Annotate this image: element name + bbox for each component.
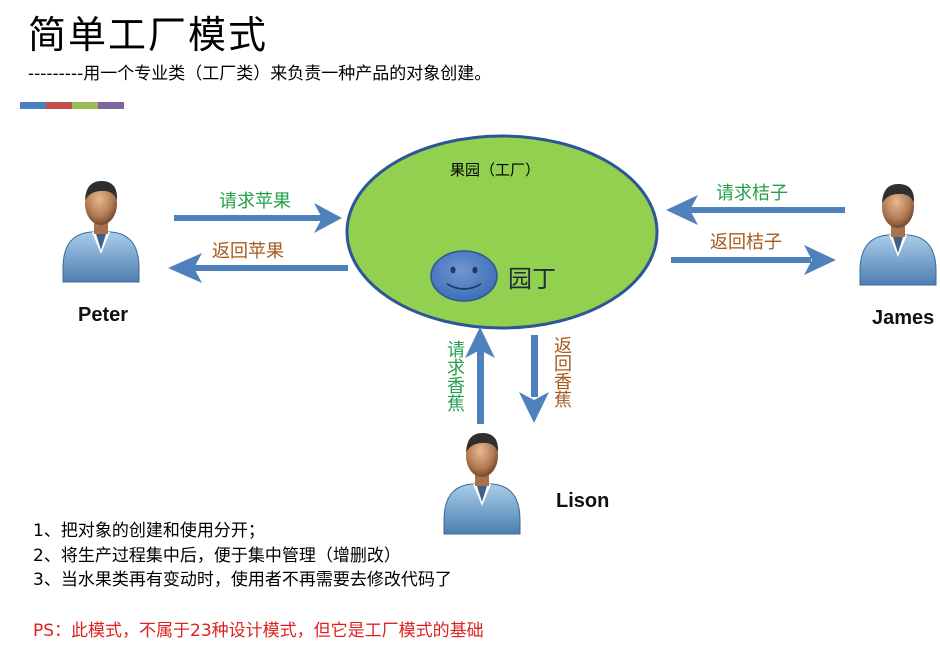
peter-request-label: 请求苹果 <box>219 191 291 212</box>
person-name-peter: Peter <box>78 304 129 326</box>
lison-return-arrow <box>519 335 549 423</box>
peter-request-arrow <box>174 203 342 233</box>
person-icon-james <box>859 183 937 286</box>
note-item: 2、将生产过程集中后，便于集中管理（增删改） <box>33 546 401 566</box>
ps-note: PS：此模式，不属于23种设计模式，但它是工厂模式的基础 <box>33 621 484 641</box>
lison-request-label: 请求香蕉 <box>444 340 465 412</box>
page-title: 简单工厂模式 <box>28 13 269 57</box>
gardener-label: 园丁 <box>508 265 556 293</box>
note-item: 3、当水果类再有变动时，使用者不再需要去修改代码了 <box>33 570 452 590</box>
james-request-arrow <box>666 195 845 225</box>
note-item: 1、把对象的创建和使用分开； <box>33 521 265 541</box>
peter-return-arrow <box>168 253 348 283</box>
person-icon-lison <box>443 432 521 535</box>
arrows <box>168 195 845 424</box>
accent-bar-purple <box>98 102 124 109</box>
person-icon-peter <box>62 180 140 283</box>
james-request-label: 请求桔子 <box>716 183 788 204</box>
lison-request-arrow <box>465 327 495 424</box>
factory-label: 果园（工厂） <box>450 161 541 179</box>
person-name-lison: Lison <box>556 490 610 512</box>
smiley-face-icon <box>430 250 498 302</box>
accent-bar-blue <box>20 102 46 109</box>
james-return-arrow <box>671 245 836 275</box>
accent-bar-green <box>72 102 98 109</box>
person-name-james: James <box>872 307 935 329</box>
lison-return-label: 返回香蕉 <box>551 336 572 408</box>
peter-return-label: 返回苹果 <box>212 241 284 262</box>
james-return-label: 返回桔子 <box>710 232 782 253</box>
accent-bar-red <box>46 102 72 109</box>
factory-ellipse <box>345 134 659 330</box>
page-subtitle: ---------用一个专业类（工厂类）来负责一种产品的对象创建。 <box>28 64 492 84</box>
